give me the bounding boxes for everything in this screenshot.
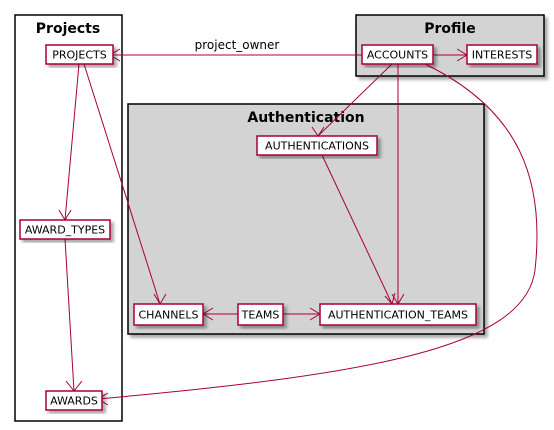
entity-teams[interactable]: TEAMS [237,303,284,326]
edge-authentications-authentication-teams [321,154,393,305]
edge-accounts-authentications [317,63,393,137]
package-projects: Projects [14,14,123,422]
edge-projects-award-types [64,63,80,221]
entity-award-types[interactable]: AWARD_TYPES [19,219,111,240]
entity-teams-label: TEAMS [241,309,280,322]
entity-channels-label: CHANNELS [139,309,199,322]
entity-authentications[interactable]: AUTHENTICATIONS [256,135,378,156]
entity-channels[interactable]: CHANNELS [133,303,204,326]
edge-award-types-awards [64,238,75,392]
package-profile-title: Profile [424,21,475,37]
entity-authentication-teams-label: AUTHENTICATION_TEAMS [328,309,468,322]
entity-awards-label: AWARDS [50,395,98,408]
entity-projects-label: PROJECTS [52,49,107,62]
relationship-lines [58,48,538,406]
relation-label-project-owner: project_owner [195,38,280,52]
entity-interests[interactable]: INTERESTS [466,44,538,65]
edge-accounts-awards [97,63,538,400]
edge-projects-channels [83,63,161,305]
entity-accounts[interactable]: ACCOUNTS [361,44,434,65]
entity-projects[interactable]: PROJECTS [45,44,114,65]
entity-authentication-teams[interactable]: AUTHENTICATION_TEAMS [319,303,477,326]
entity-interests-label: INTERESTS [472,49,532,62]
entity-authentications-label: AUTHENTICATIONS [265,140,369,153]
entity-award-types-label: AWARD_TYPES [25,224,105,237]
entity-awards[interactable]: AWARDS [45,390,103,411]
entity-accounts-label: ACCOUNTS [367,49,428,62]
package-projects-title: Projects [36,21,100,37]
package-authentication-title: Authentication [247,110,364,126]
